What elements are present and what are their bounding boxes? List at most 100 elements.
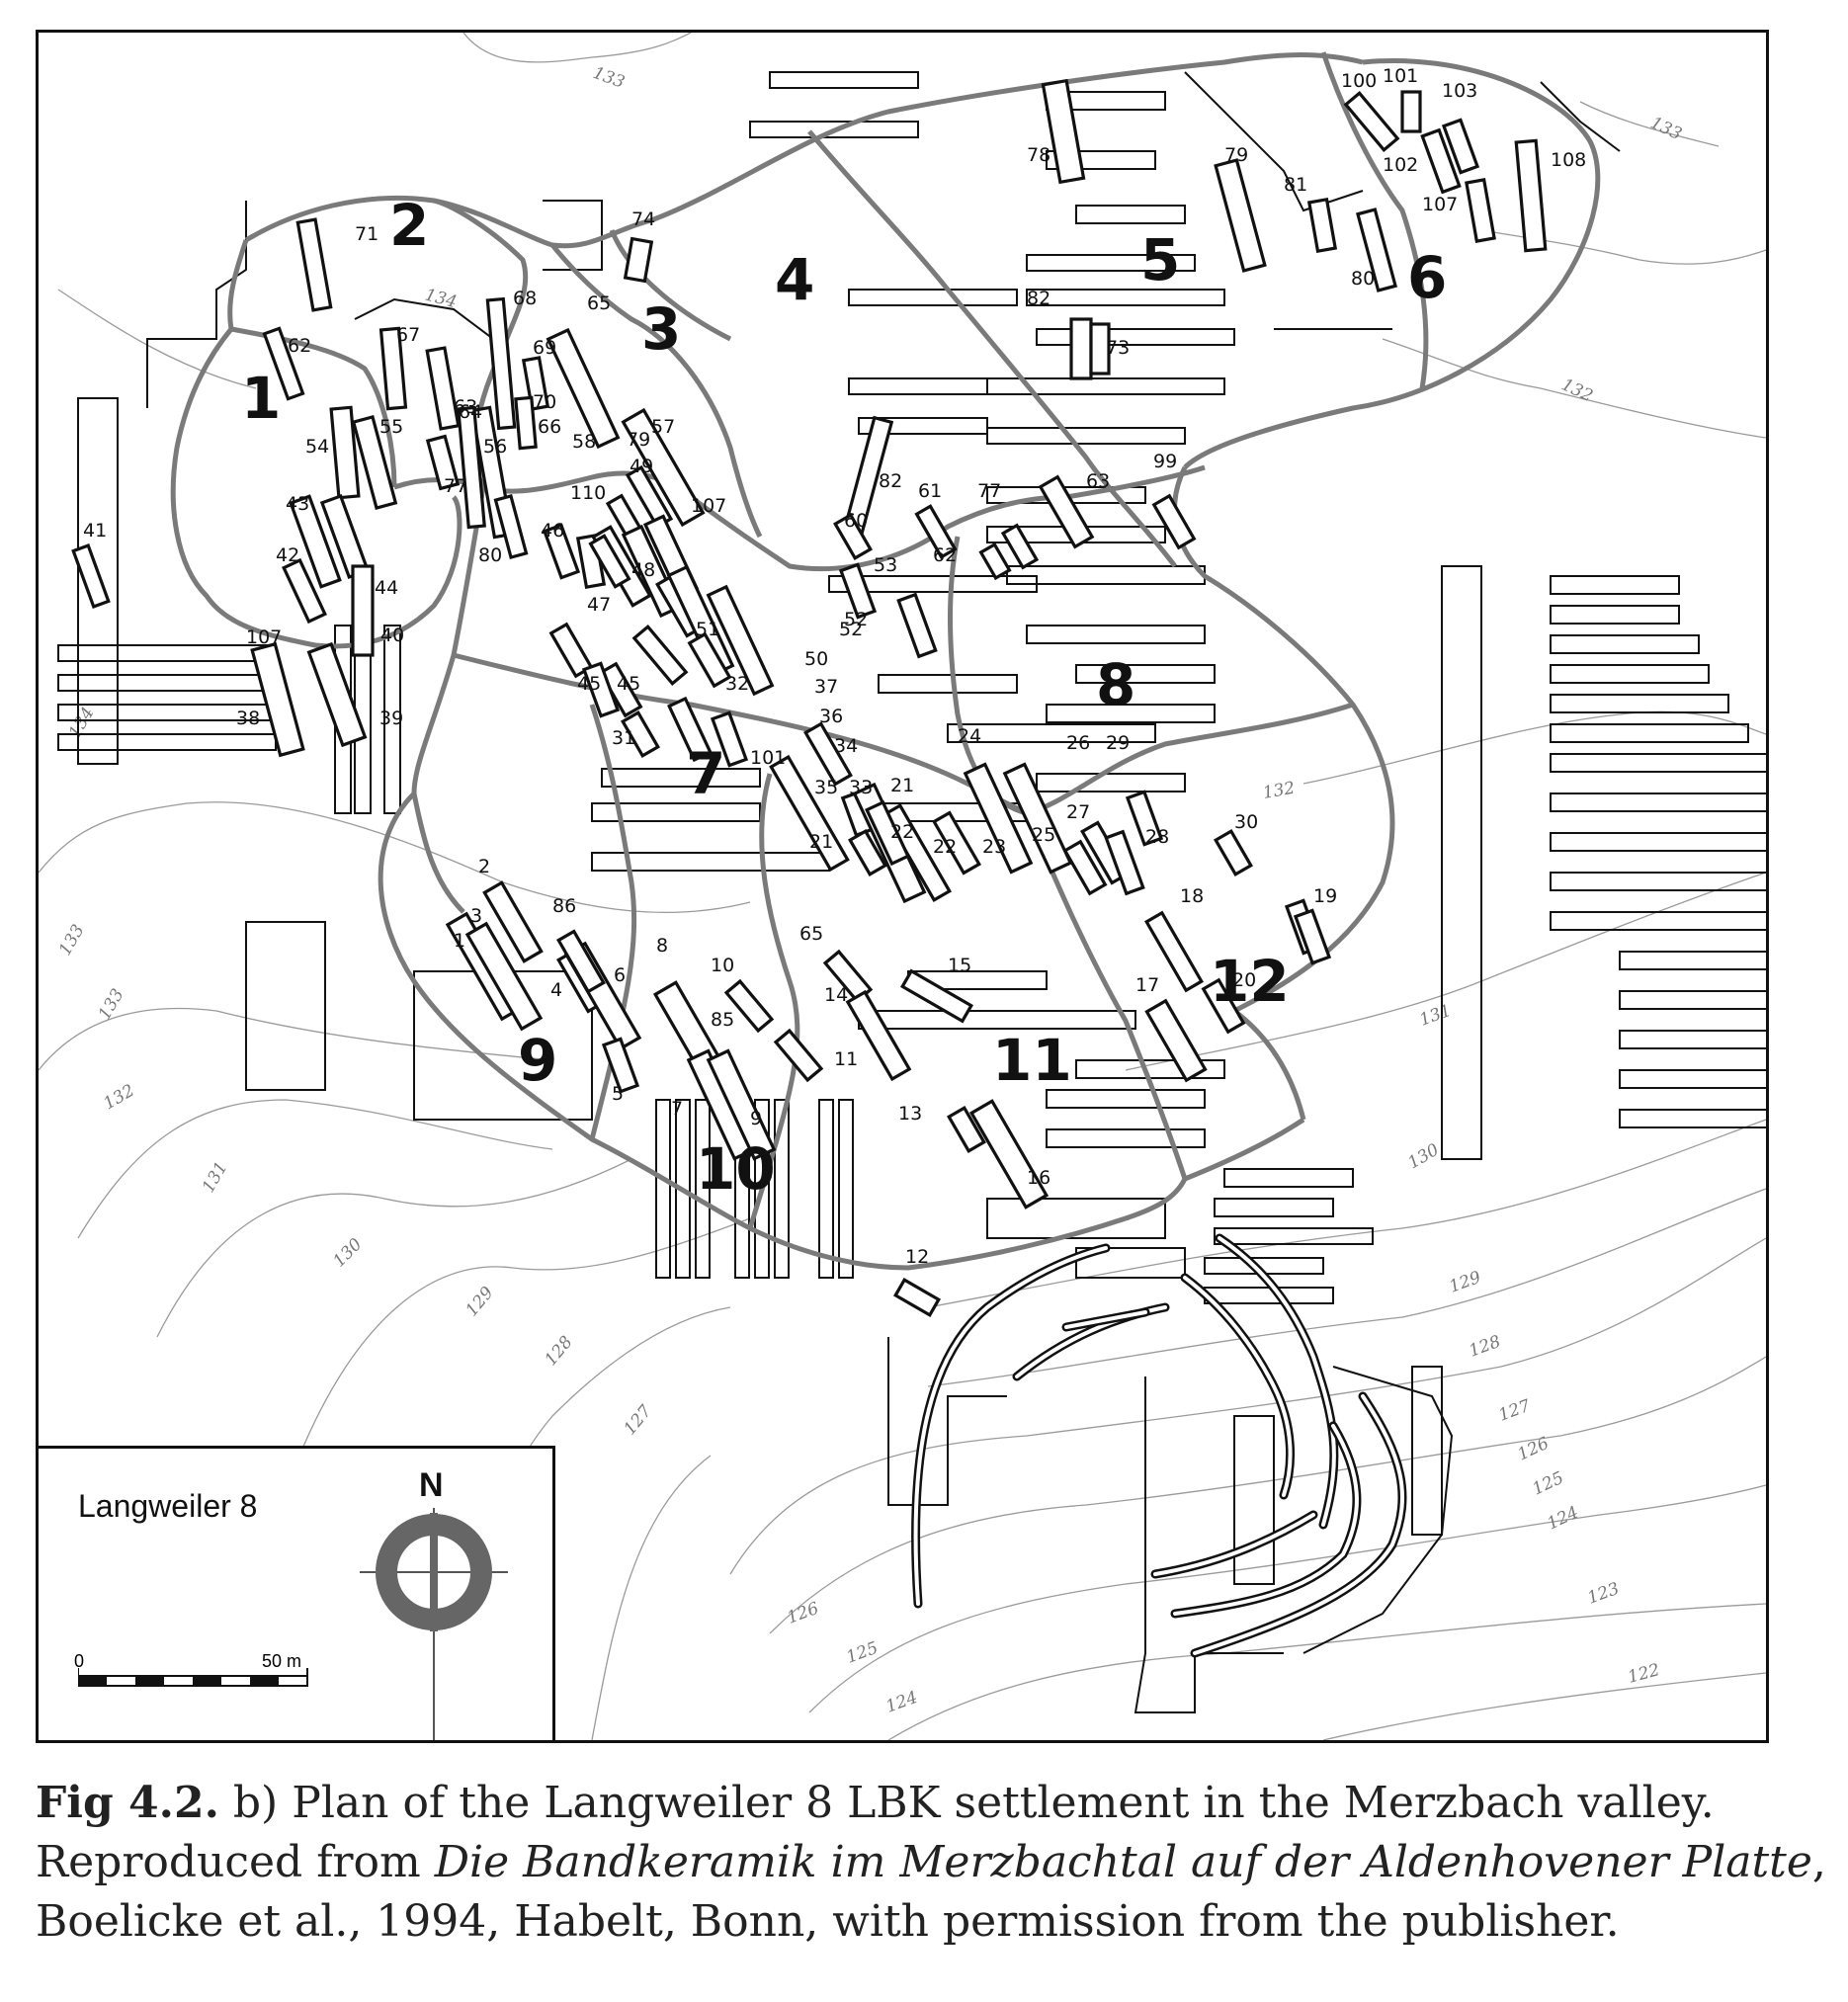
house-label: 16 xyxy=(1027,1167,1050,1189)
house-label: 56 xyxy=(483,436,507,458)
house-label: 17 xyxy=(1135,974,1159,996)
house-label: 68 xyxy=(513,288,537,309)
house-label: 22 xyxy=(933,836,957,858)
contour-label-133: 133 xyxy=(590,63,627,93)
contour-label-125: 125 xyxy=(1530,1468,1567,1500)
contour-label-128: 128 xyxy=(1467,1332,1504,1362)
house-label: 67 xyxy=(396,324,420,346)
house-label: 4 xyxy=(550,979,562,1001)
house-label: 15 xyxy=(948,955,971,976)
house-label: 23 xyxy=(982,836,1006,858)
house-label: 108 xyxy=(1551,149,1586,171)
house-label: 25 xyxy=(1032,824,1055,846)
house-label: 7 xyxy=(671,1098,683,1120)
house-label: 27 xyxy=(1066,801,1090,823)
house-label: 28 xyxy=(1145,826,1169,848)
house-label: 63 xyxy=(1086,470,1110,492)
house-label: 54 xyxy=(305,436,329,458)
house-label: 62 xyxy=(933,544,957,566)
house-label: 21 xyxy=(890,775,914,796)
house-label: 79 xyxy=(627,429,650,451)
house-label: 26 xyxy=(1066,732,1090,754)
house-label: 71 xyxy=(355,223,378,245)
house-label: 14 xyxy=(824,984,848,1006)
map-legend: Langweiler 8 N 0 50 m xyxy=(39,1446,555,1740)
scale-bar xyxy=(78,1668,308,1687)
zone-4-label: 4 xyxy=(775,246,814,313)
figure-number: Fig 4.2. xyxy=(36,1778,219,1828)
house-label: 13 xyxy=(898,1103,922,1125)
zone-1-label: 1 xyxy=(241,365,281,432)
house-label: 102 xyxy=(1383,154,1418,176)
zone-6-label: 6 xyxy=(1407,244,1447,311)
house-label: 42 xyxy=(276,544,299,566)
caption-book-title: Die Bandkeramik im Merzbachtal auf der A… xyxy=(434,1837,1812,1887)
house-label: 34 xyxy=(834,735,858,757)
house-label: 48 xyxy=(631,559,655,581)
contour-lines xyxy=(39,33,1766,1740)
house-label: 101 xyxy=(750,747,786,769)
house-label: 78 xyxy=(1027,144,1050,166)
house-label: 33 xyxy=(849,777,873,798)
house-label: 24 xyxy=(958,725,981,747)
scale-start-label: 0 xyxy=(74,1651,85,1671)
house-label: 65 xyxy=(799,923,823,945)
house-label: 19 xyxy=(1313,885,1337,907)
house-label: 44 xyxy=(375,577,398,599)
house-label: 35 xyxy=(814,777,838,798)
zone-7-label: 7 xyxy=(686,740,725,807)
house-label: 18 xyxy=(1180,885,1204,907)
house-label: 70 xyxy=(533,391,556,413)
contour-label-125: 125 xyxy=(844,1638,881,1668)
contour-label-131: 131 xyxy=(1417,1001,1454,1031)
house-label: 73 xyxy=(1106,337,1130,359)
house-label: 107 xyxy=(691,495,726,517)
contour-label-131: 131 xyxy=(199,1158,232,1196)
contour-label-132: 132 xyxy=(1261,779,1296,803)
contour-label-124: 124 xyxy=(1545,1503,1582,1535)
scale-end-label: 50 m xyxy=(262,1651,302,1671)
contour-label-128: 128 xyxy=(542,1332,577,1370)
house-label: 29 xyxy=(1106,732,1130,754)
house-label: 30 xyxy=(1234,811,1258,833)
house-label: 107 xyxy=(246,626,282,648)
house-label: 9 xyxy=(750,1108,762,1129)
house-label: 100 xyxy=(1341,70,1377,92)
north-arrow-icon xyxy=(360,1508,508,1740)
contour-label-127: 127 xyxy=(621,1401,656,1439)
house-label: 58 xyxy=(572,431,596,453)
north-label: N xyxy=(419,1466,444,1504)
zone-3-label: 3 xyxy=(641,295,681,363)
zone-10-label: 10 xyxy=(696,1135,776,1203)
house-label: 46 xyxy=(541,520,564,542)
house-label: 65 xyxy=(587,292,611,314)
caption-text-part1: b) Plan of the Langweiler 8 LBK settleme… xyxy=(36,1778,1715,1887)
house-label: 40 xyxy=(380,625,404,646)
house-label: 99 xyxy=(1153,451,1177,472)
house-label: 45 xyxy=(577,673,601,695)
house-label: 103 xyxy=(1442,80,1477,102)
house-label: 81 xyxy=(1284,174,1307,196)
house-label: 74 xyxy=(631,209,655,230)
map-canvas: 133 133 132 134 133 132 131 130 129 128 … xyxy=(39,33,1766,1740)
enclosure-ditches xyxy=(911,1233,1407,1658)
contour-label-130: 130 xyxy=(329,1234,366,1271)
house-label: 51 xyxy=(696,619,719,640)
house-label: 82 xyxy=(1027,288,1050,309)
house-label: 80 xyxy=(1351,268,1375,290)
contour-label-124: 124 xyxy=(883,1688,920,1717)
houses xyxy=(71,78,1548,1317)
caption-text-part2: , Boelicke et al., 1994, Habelt, Bonn, w… xyxy=(36,1837,1826,1947)
house-labels: 71 62 67 63 54 55 43 42 44 40 107 38 39 … xyxy=(83,65,1586,1268)
house-label: 22 xyxy=(890,821,914,843)
contour-label-133: 133 xyxy=(55,921,89,959)
zone-9-label: 9 xyxy=(518,1027,557,1094)
figure-caption: Fig 4.2. b) Plan of the Langweiler 8 LBK… xyxy=(36,1774,1834,1952)
house-label: 38 xyxy=(236,708,260,729)
contour-label-123: 123 xyxy=(1585,1579,1622,1609)
house-label: 55 xyxy=(379,416,403,438)
house-label: 39 xyxy=(379,708,403,729)
contour-label-132: 132 xyxy=(101,1081,138,1115)
house-label: 6 xyxy=(614,964,626,986)
house-label: 63 xyxy=(454,396,477,418)
